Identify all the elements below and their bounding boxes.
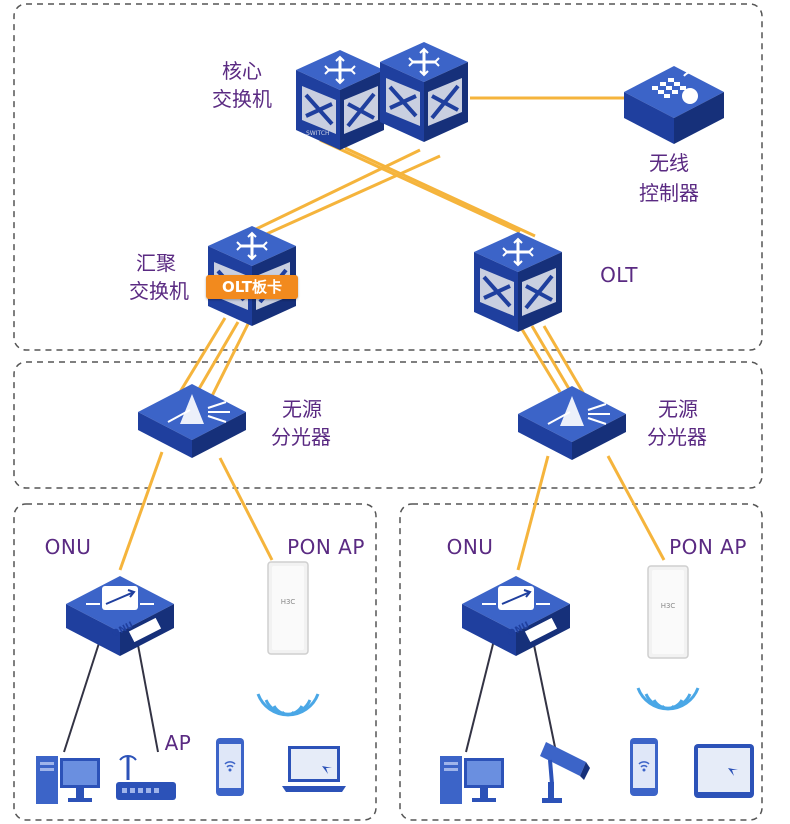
desktop-icon bbox=[440, 756, 504, 804]
splitter-left-label-line1: 无源 bbox=[282, 397, 322, 421]
switch-icon bbox=[472, 230, 564, 334]
access-zone-left bbox=[13, 503, 377, 821]
pon-ap-icon bbox=[267, 561, 309, 655]
aggregation-switch-label-line1: 汇聚 bbox=[136, 251, 176, 275]
camera-icon bbox=[540, 742, 590, 803]
cable-links bbox=[63, 639, 557, 753]
fiber-links bbox=[118, 96, 666, 571]
phone-icon bbox=[215, 737, 245, 797]
tablet-icon bbox=[694, 744, 754, 798]
splitter-right-label-line2: 分光器 bbox=[647, 425, 707, 449]
router-ap-icon bbox=[116, 755, 176, 800]
wireless-controller-label-line2: 控制器 bbox=[639, 181, 699, 205]
wireless-controller-icon bbox=[624, 66, 724, 144]
splitter-left-label-line2: 分光器 bbox=[271, 425, 331, 449]
switch-brand-text: SWITCH bbox=[306, 130, 330, 137]
core-switch-label-line1: 核心 bbox=[222, 59, 262, 83]
splitter-zone bbox=[13, 361, 763, 489]
wireless-controller-label-line1: 无线 bbox=[649, 151, 689, 175]
pon-ap-right-label: PON AP bbox=[669, 535, 747, 559]
splitter-right-label-line1: 无源 bbox=[658, 397, 698, 421]
desktop-icon bbox=[36, 756, 100, 804]
wifi-waves-icon bbox=[256, 692, 320, 717]
aggregation-switch-label-line2: 交换机 bbox=[129, 279, 189, 303]
laptop-icon bbox=[282, 746, 346, 792]
olt-card-badge: OLT板卡 bbox=[206, 275, 298, 299]
wifi-waves-icon bbox=[636, 686, 700, 711]
switch-icon bbox=[378, 40, 470, 144]
access-zone-right bbox=[399, 503, 763, 821]
core-switch-label-line2: 交换机 bbox=[212, 87, 272, 111]
phone-icon bbox=[629, 737, 659, 797]
splitter-icon bbox=[517, 385, 627, 461]
pon-ap-icon bbox=[647, 565, 689, 659]
core-zone bbox=[13, 3, 763, 351]
onu-right-label: ONU bbox=[446, 535, 494, 559]
onu-icon bbox=[461, 575, 571, 657]
ap-brand-text: H3C bbox=[660, 602, 676, 610]
olt-label: OLT bbox=[600, 263, 638, 287]
splitter-icon bbox=[137, 383, 247, 459]
pon-ap-left-label: PON AP bbox=[287, 535, 365, 559]
ap-brand-text: H3C bbox=[280, 598, 296, 606]
onu-left-label: ONU bbox=[44, 535, 92, 559]
onu-icon bbox=[65, 575, 175, 657]
ap-label: AP bbox=[164, 731, 192, 755]
